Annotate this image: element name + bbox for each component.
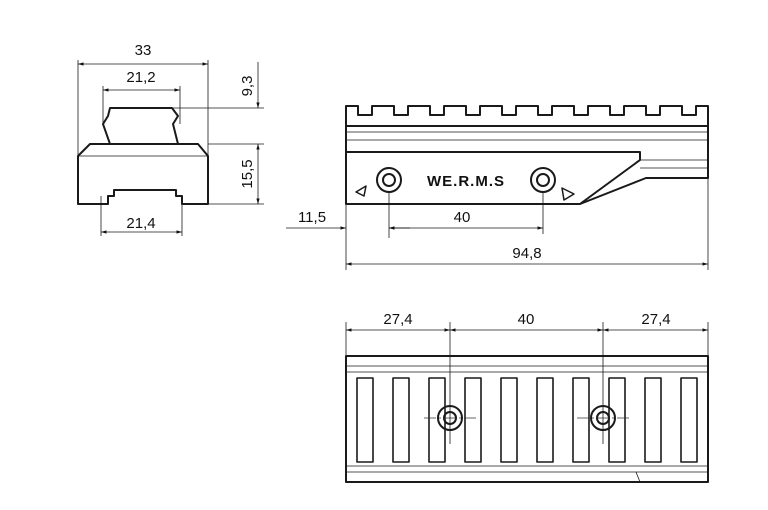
side-view-body [345, 106, 709, 205]
dim-total-length: 94,8 [346, 178, 709, 270]
dim-top-height: 9,3 [172, 62, 264, 145]
dim-total-width-label: 33 [135, 42, 152, 59]
dim-bottom-width: 21,4 [100, 196, 183, 236]
triangle-right-icon [561, 187, 575, 201]
dim-first-hole-label: 11,5 [298, 209, 326, 226]
top-view-slot [356, 377, 374, 463]
dim-top-view: 27,4 40 27,4 [345, 311, 709, 444]
side-view-hole-right [530, 167, 556, 193]
dim-left-offset-label: 27,4 [383, 311, 412, 328]
top-view-slot [536, 377, 554, 463]
top-view-slots [356, 377, 698, 463]
top-view-slot [680, 377, 698, 463]
dim-body-height: 15,5 [208, 144, 264, 205]
dim-total-length-label: 94,8 [512, 245, 541, 262]
dim-top-height-label: 9,3 [239, 76, 256, 97]
dim-right-offset-label: 27,4 [641, 311, 670, 328]
dim-hole-spacing-top-label: 40 [518, 311, 535, 328]
top-view: 27,4 40 27,4 [345, 311, 709, 483]
side-view-hole-left [376, 167, 402, 193]
dim-body-height-label: 15,5 [239, 159, 256, 188]
dim-top-width-label: 21,2 [126, 69, 155, 86]
brand-logo: WE.R.M.S [427, 173, 505, 190]
dim-hole-spacing-side: 40 [389, 192, 544, 234]
end-view-body [77, 143, 209, 205]
side-view-rail-top [345, 105, 709, 127]
triangle-left-icon [355, 185, 367, 197]
end-view: 33 21,2 21,4 9,3 15,5 [77, 42, 264, 236]
dim-hole-spacing-side-label: 40 [454, 209, 471, 226]
top-view-slot [428, 377, 446, 463]
dim-total-width: 33 [77, 42, 209, 156]
top-view-slot [572, 377, 590, 463]
side-view: WE.R.M.S 11,5 40 94,8 [286, 105, 709, 270]
top-view-slot [644, 377, 662, 463]
dim-bottom-width-label: 21,4 [126, 215, 155, 232]
end-view-top-rail [102, 107, 179, 145]
top-view-slot [608, 377, 626, 463]
dim-top-width: 21,2 [102, 69, 181, 124]
top-view-slot [464, 377, 482, 463]
top-view-outline [345, 355, 709, 483]
top-view-slot [500, 377, 518, 463]
side-view-logo-plate [346, 151, 641, 205]
top-view-slot [392, 377, 410, 463]
